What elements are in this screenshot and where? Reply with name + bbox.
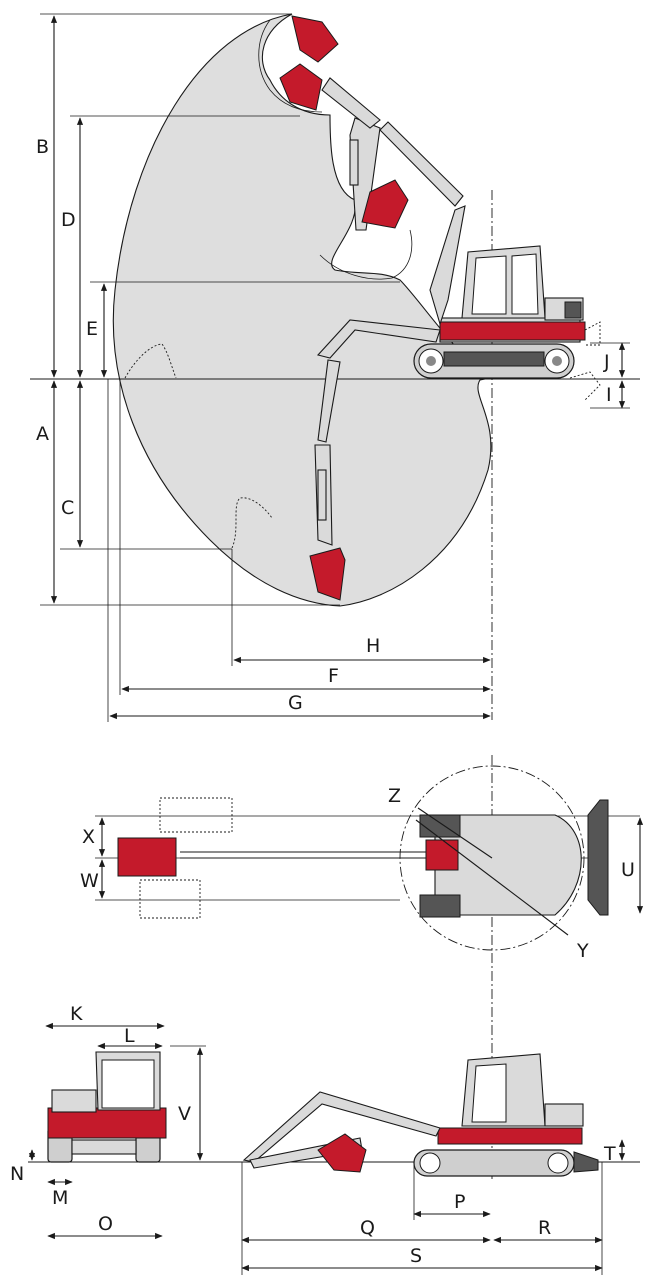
transport-views: K L V N M O P Q R S T — [10, 1003, 640, 1275]
label-M: M — [52, 1187, 68, 1209]
label-B: B — [36, 136, 49, 158]
label-D: D — [61, 209, 76, 231]
label-Q: Q — [360, 1217, 375, 1239]
label-U: U — [621, 859, 635, 881]
label-J: J — [603, 351, 610, 373]
label-C: C — [61, 497, 74, 519]
label-F: F — [328, 665, 339, 687]
label-V: V — [178, 1103, 191, 1125]
digging-envelope — [112, 13, 492, 607]
boom-swing-view: U X W Z Y — [80, 755, 644, 1180]
working-range-view: B D E A C H F G J I — [30, 13, 640, 722]
label-Y: Y — [576, 940, 589, 962]
front-view-machine — [47, 1051, 167, 1163]
label-E: E — [86, 318, 98, 340]
excavator-side — [413, 245, 601, 401]
label-R: R — [538, 1217, 551, 1239]
label-G: G — [288, 692, 303, 714]
label-W: W — [80, 870, 99, 892]
label-H: H — [366, 635, 380, 657]
label-T: T — [603, 1143, 616, 1165]
label-K: K — [70, 1003, 83, 1025]
front-attachment — [279, 15, 466, 601]
label-N: N — [10, 1163, 24, 1185]
label-Z: Z — [388, 785, 401, 807]
label-P: P — [454, 1191, 465, 1213]
label-X: X — [82, 826, 95, 848]
label-O: O — [98, 1213, 113, 1235]
label-A: A — [36, 423, 49, 445]
label-S: S — [410, 1245, 422, 1267]
label-L: L — [124, 1025, 135, 1047]
label-I: I — [606, 384, 612, 406]
transport-side-machine — [242, 1053, 599, 1177]
